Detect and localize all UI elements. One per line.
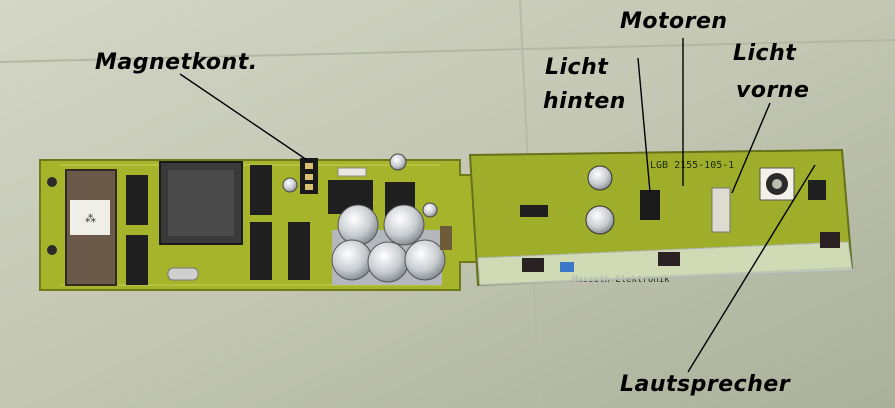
label-licht-vorne-2: vorne [736, 78, 810, 103]
connector-header [640, 190, 660, 220]
connector-header [300, 158, 318, 194]
silk-maker: Massoth-Elektronik [572, 275, 670, 285]
microcontroller-chip [159, 161, 243, 245]
left-pcb: ⁂ [39, 153, 483, 291]
label-magnetkont: Magnetkont. [95, 50, 258, 75]
label-licht-vorne-1: Licht [733, 41, 797, 66]
silk-part-number: LGB 2155-105-1 [650, 160, 734, 171]
label-motoren: Motoren [620, 9, 728, 34]
label-licht-hinten-2: hinten [543, 89, 626, 114]
label-licht-hinten-1: Licht [545, 55, 609, 80]
potentiometer [759, 167, 795, 201]
eprom-chip: ⁂ [65, 169, 117, 286]
right-pcb: LGB 2155-105-1 Massoth-Elektronik [468, 148, 854, 287]
capacitor [331, 204, 446, 285]
svg-text:⁂: ⁂ [85, 212, 96, 225]
label-lautsprecher: Lautsprecher [620, 372, 791, 397]
pointer-line [179, 38, 816, 373]
